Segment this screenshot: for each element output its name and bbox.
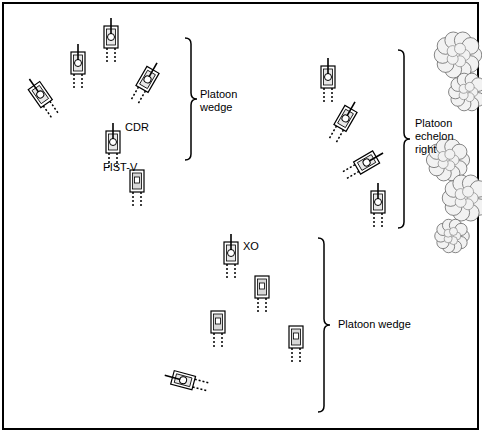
vehicle-label: FIST-V <box>103 161 148 174</box>
brackets <box>185 38 410 412</box>
echelon-vehicles <box>321 58 387 227</box>
formation-label: Platoon wedge <box>200 88 252 114</box>
formation-label: Platoon echelon right <box>415 117 463 156</box>
formation-label: Platoon wedge <box>338 318 438 331</box>
frame <box>3 3 478 429</box>
top-wedge-vehicles <box>24 18 163 206</box>
vehicle-label: XO <box>243 240 273 253</box>
bottom-wedge-vehicles <box>163 234 303 393</box>
vehicle-label: CDR <box>125 121 165 134</box>
tree-line <box>426 32 482 253</box>
